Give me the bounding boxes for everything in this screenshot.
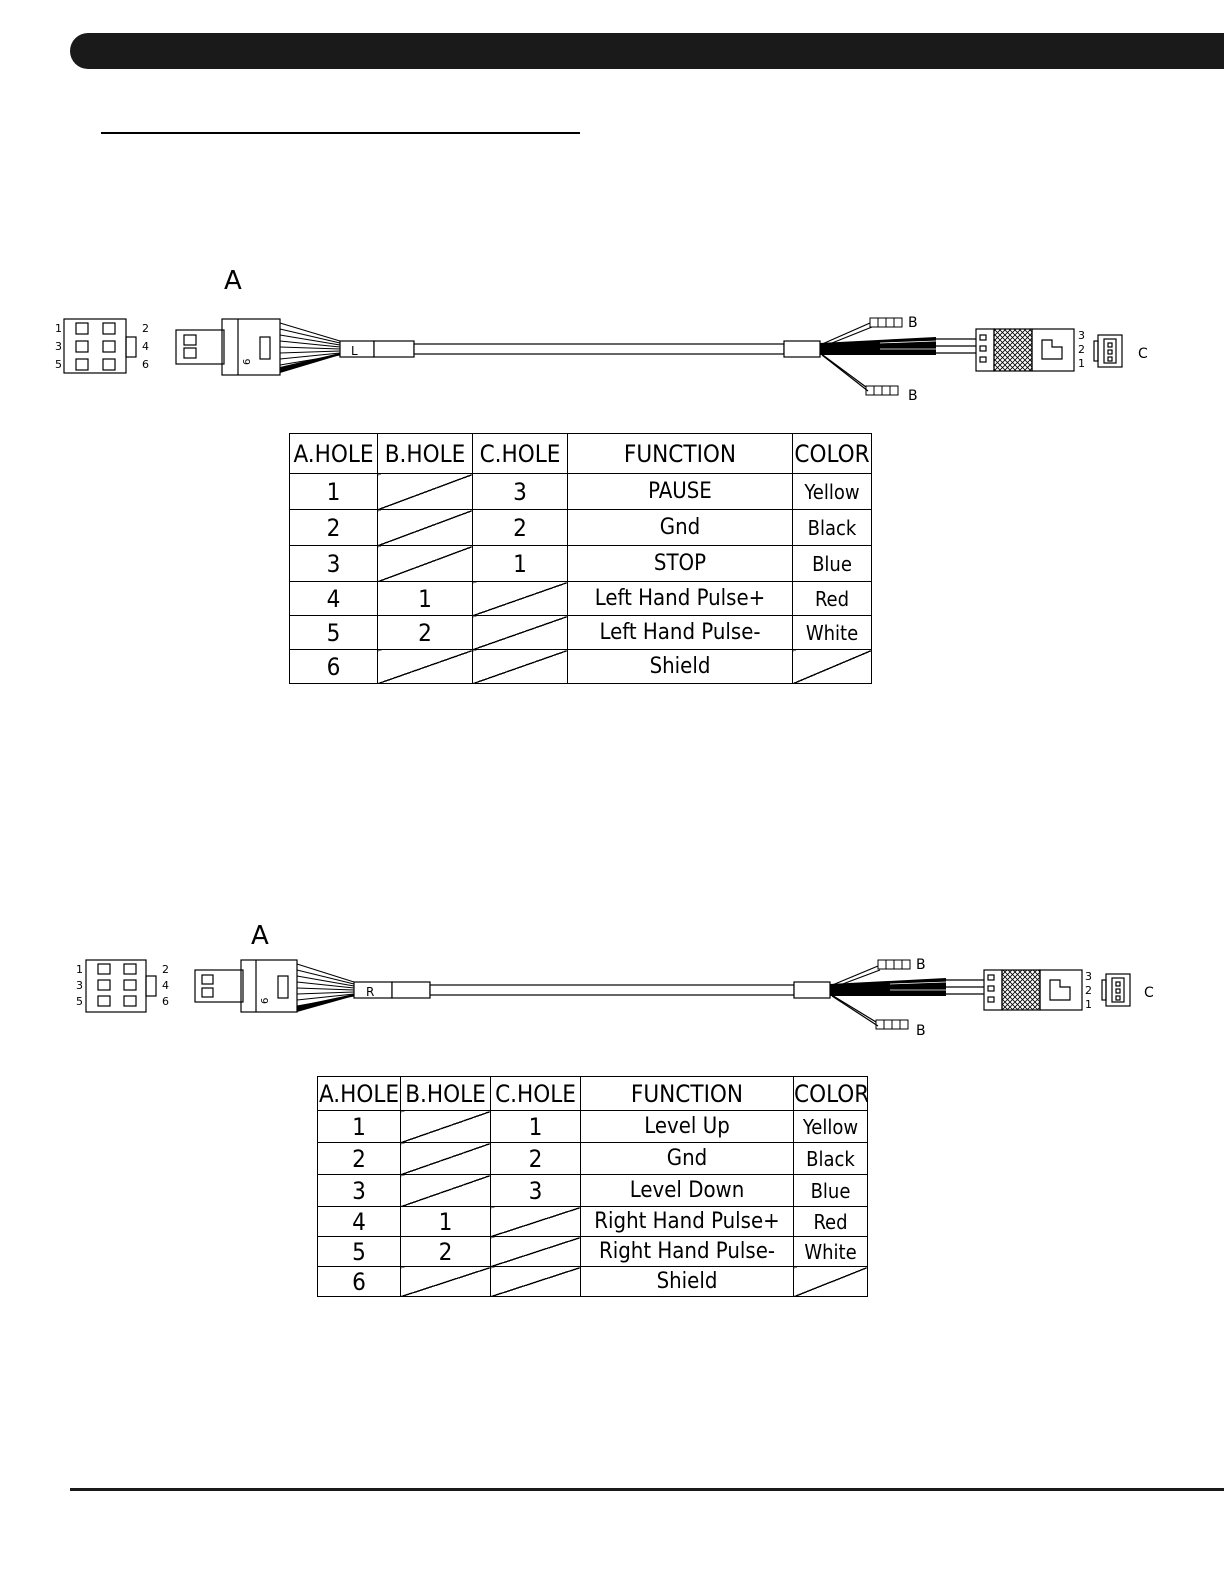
svg-text:4: 4 [142,340,149,353]
table-row: 2 2 Gnd Black [317,1142,868,1175]
wires-a [279,322,341,366]
connector-a-face [63,318,137,374]
connector-a-pin-numbers: 1 2 3 4 5 6 [76,963,169,1008]
table-row: 1 3 PAUSE Yellow [289,473,872,510]
svg-text:3: 3 [55,340,62,353]
svg-text:1: 1 [76,963,83,976]
connector-b-label-top: B [916,957,926,973]
connector-b-label-top: B [908,315,918,331]
connector-c-pin-numbers: 3 2 1 [1085,970,1092,1011]
table-row: 3 3 Level Down Blue [317,1174,868,1207]
connector-a-face [85,959,157,1013]
svg-text:6: 6 [242,359,253,365]
table-row: 6 Shield [289,649,872,684]
connector-c-label: C [1144,985,1154,1001]
header-b-hole: B.HOLE [400,1076,491,1111]
table-row: 1 1 Level Up Yellow [317,1110,868,1143]
connector-c-body [946,969,1083,1011]
svg-text:3: 3 [76,979,83,992]
svg-text:6: 6 [142,358,149,371]
connector-b-label-bottom: B [916,1023,926,1039]
connector-c-label: C [1138,346,1148,362]
table-header-row: A.HOLE B.HOLE C.HOLE FUNCTION COLOR [317,1076,868,1111]
svg-text:1: 1 [1078,357,1085,370]
connector-c-face [1101,973,1131,1007]
cable-body [339,340,821,358]
wiring-table-left: A.HOLE B.HOLE C.HOLE FUNCTION COLOR 1 3 … [289,433,872,684]
cable-body [353,981,831,999]
connector-b-terminals [865,317,903,396]
side-marker: L [351,344,358,358]
svg-text:3: 3 [1078,329,1085,342]
svg-text:4: 4 [162,979,169,992]
connector-c-face [1093,334,1123,368]
wiring-table-right: A.HOLE B.HOLE C.HOLE FUNCTION COLOR 1 1 … [317,1076,868,1297]
connector-b-label-bottom: B [908,388,918,404]
connector-a-body [175,318,281,376]
table-row: 5 2 Left Hand Pulse- White [289,615,872,650]
header-function: FUNCTION [580,1076,794,1111]
header-color: COLOR [793,1076,868,1111]
svg-text:1: 1 [55,322,62,335]
connector-a-body [194,959,298,1013]
svg-text:5: 5 [76,995,83,1008]
header-a-hole: A.HOLE [317,1076,401,1111]
table-row: 3 1 STOP Blue [289,545,872,582]
svg-text:5: 5 [55,358,62,371]
connector-b-terminals [875,959,911,1030]
table-row: 4 1 Left Hand Pulse+ Red [289,581,872,616]
side-marker: R [366,985,374,999]
table-row: 6 Shield [317,1266,868,1297]
cable-diagram-left: A 1 2 3 4 5 6 6 L [55,266,1148,404]
footer-rule [70,1488,1224,1491]
header-c-hole: C.HOLE [472,433,568,474]
title-underline [101,132,580,134]
svg-text:6: 6 [260,998,271,1004]
svg-text:1: 1 [1085,998,1092,1011]
header-c-hole: C.HOLE [490,1076,581,1111]
branch-wires [819,322,873,392]
svg-text:6: 6 [162,995,169,1008]
table-row: 5 2 Right Hand Pulse- White [317,1236,868,1267]
table-header-row: A.HOLE B.HOLE C.HOLE FUNCTION COLOR [289,433,872,474]
svg-text:2: 2 [1085,984,1092,997]
header-function: FUNCTION [567,433,793,474]
svg-text:3: 3 [1085,970,1092,983]
connector-a-pin-numbers: 1 2 3 4 5 6 [55,322,149,371]
svg-text:2: 2 [1078,343,1085,356]
connector-a-label: A [251,921,269,951]
connector-c-pin-numbers: 3 2 1 [1078,329,1085,370]
connector-a-label: A [224,266,242,296]
table-row: 4 1 Right Hand Pulse+ Red [317,1206,868,1237]
connector-c-body [936,328,1075,372]
svg-text:2: 2 [162,963,169,976]
header-b-hole: B.HOLE [377,433,473,474]
header-bar [70,33,1224,69]
svg-text:2: 2 [142,322,149,335]
wires-a [296,963,355,1007]
header-color: COLOR [792,433,872,474]
header-a-hole: A.HOLE [289,433,378,474]
table-row: 2 2 Gnd Black [289,509,872,546]
cable-diagram-right: A 1 2 3 4 5 6 6 R [76,921,1154,1039]
